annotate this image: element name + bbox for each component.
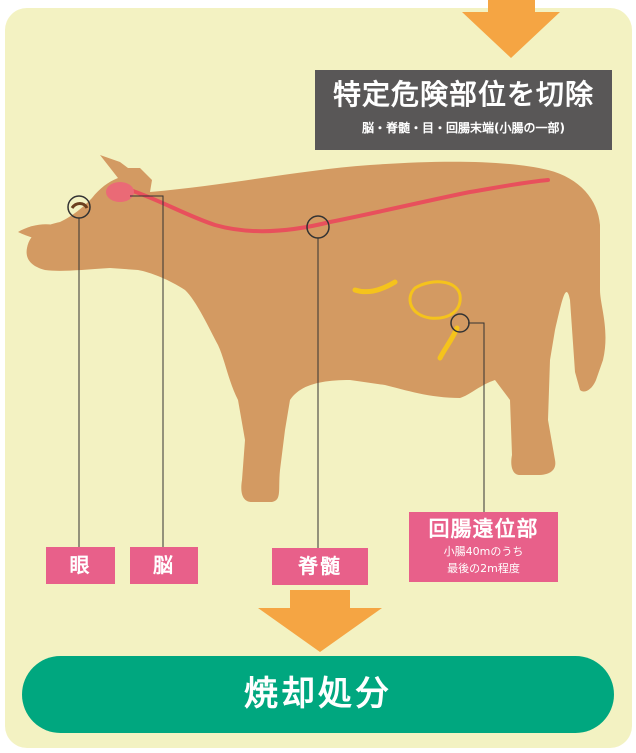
brain-shape — [106, 182, 134, 202]
leader-line-brain — [130, 195, 164, 548]
down-arrow-bottom — [258, 590, 382, 652]
cow-body — [26, 155, 606, 502]
label-eye: 眼 — [46, 547, 115, 584]
cow-ear — [18, 224, 68, 241]
incineration-pill: 焼却処分 — [22, 656, 614, 733]
label-ileum-line2: 最後の2m程度 — [447, 562, 520, 575]
small-intestine-loop — [408, 280, 462, 320]
title-sub: 脳・脊髄・目・回腸末端(小腸の一部) — [362, 121, 565, 135]
title-main: 特定危険部位を切除 — [332, 78, 594, 111]
leader-line-ileum — [468, 322, 485, 512]
label-ileum-title: 回腸遠位部 — [428, 517, 539, 541]
title-box: 特定危険部位を切除 脳・脊髄・目・回腸末端(小腸の一部) — [315, 70, 612, 150]
label-ileum: 回腸遠位部 小腸40mのうち 最後の2m程度 — [409, 512, 558, 582]
label-spinal-cord: 脊髄 — [272, 548, 368, 585]
label-ileum-line1: 小腸40mのうち — [443, 545, 524, 558]
spinal-cord-line — [128, 178, 550, 234]
eye-shape — [70, 202, 89, 209]
down-arrow-top — [462, 0, 560, 58]
small-intestine — [352, 279, 398, 295]
label-brain: 脳 — [130, 547, 198, 584]
